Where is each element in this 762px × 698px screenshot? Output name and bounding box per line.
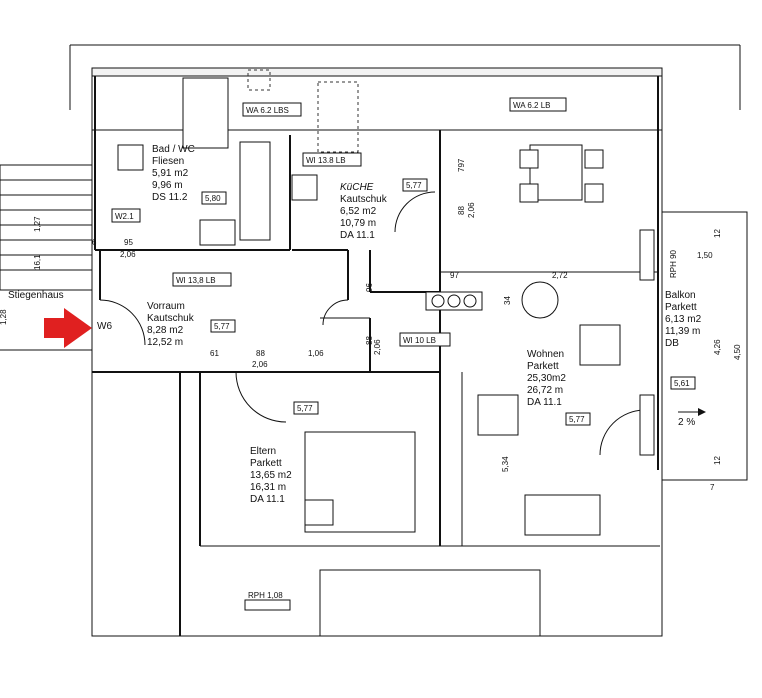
room-stiegenhaus: Stiegenhaus (8, 290, 64, 301)
svg-text:13,65 m2: 13,65 m2 (250, 470, 292, 481)
tag-w6: W6 (97, 321, 112, 332)
tag-wi-10: WI 10 LB (399, 332, 451, 347)
svg-text:WI 10 LB: WI 10 LB (403, 336, 436, 345)
svg-text:WI 13,8 LB: WI 13,8 LB (176, 276, 216, 285)
dimension-labels: 95 2,06 6 97 2,72 61 88 1,06 2,06 797 88… (0, 158, 742, 492)
svg-text:Kautschuk: Kautschuk (340, 194, 388, 205)
entry-arrow-icon (44, 308, 92, 348)
svg-text:797: 797 (457, 158, 466, 172)
svg-text:DA 11.1: DA 11.1 (250, 494, 285, 505)
svg-text:11,39 m: 11,39 m (665, 326, 700, 337)
svg-text:Kautschuk: Kautschuk (147, 313, 195, 324)
svg-text:12: 12 (713, 456, 722, 465)
svg-text:7: 7 (710, 483, 715, 492)
svg-text:DA 11.1: DA 11.1 (527, 397, 562, 408)
svg-text:12,52 m: 12,52 m (147, 337, 183, 348)
tag-wi-left: WI 13,8 LB (172, 272, 232, 287)
svg-text:12: 12 (713, 229, 722, 238)
svg-text:1,28: 1,28 (0, 309, 8, 325)
svg-text:2,06: 2,06 (120, 250, 136, 259)
svg-text:5,91 m2: 5,91 m2 (152, 168, 189, 179)
svg-text:5,77: 5,77 (406, 181, 422, 190)
tag-rph-bottom: RPH 1,08 (248, 591, 283, 600)
tag-wi-top: WI 13.8 LB (302, 152, 362, 167)
svg-text:88: 88 (457, 206, 466, 215)
svg-text:97: 97 (450, 271, 459, 280)
outer-walls (69, 44, 741, 637)
svg-text:10,79 m: 10,79 m (340, 218, 376, 229)
svg-text:25,30m2: 25,30m2 (527, 373, 566, 384)
svg-text:Parkett: Parkett (665, 302, 697, 313)
svg-text:4,50: 4,50 (733, 344, 742, 360)
doors (99, 191, 646, 456)
room-vorraum: Vorraum Kautschuk 8,28 m2 12,52 m 5,77 (147, 301, 236, 348)
svg-text:WA 6.2 LBS: WA 6.2 LBS (246, 106, 289, 115)
tag-wa-lb: WA 6.2 LB (509, 97, 567, 112)
svg-text:6: 6 (92, 238, 97, 247)
svg-text:WA 6.2 LB: WA 6.2 LB (513, 101, 551, 110)
svg-text:Eltern: Eltern (250, 446, 276, 457)
svg-text:2,06: 2,06 (467, 202, 476, 218)
svg-text:Parkett: Parkett (250, 458, 282, 469)
svg-text:1,06: 1,06 (308, 349, 324, 358)
svg-text:88: 88 (365, 336, 374, 345)
slope-arrow-icon (678, 408, 706, 416)
svg-text:KüCHE: KüCHE (340, 182, 374, 193)
tag-wa-lbs: WA 6.2 LBS (242, 102, 302, 117)
svg-text:2,72: 2,72 (552, 271, 568, 280)
svg-text:2,06: 2,06 (373, 339, 382, 355)
svg-text:1,27: 1,27 (33, 216, 42, 232)
stair-area (0, 164, 93, 351)
svg-text:5,77: 5,77 (297, 404, 313, 413)
svg-text:9,96 m: 9,96 m (152, 180, 183, 191)
svg-text:16,1: 16,1 (33, 254, 42, 270)
tag-rph-right: RPH 90 (669, 249, 678, 278)
room-eltern: Eltern Parkett 13,65 m2 16,31 m DA 11.1 … (250, 401, 319, 505)
room-balkon: Balkon Parkett 6,13 m2 11,39 m DB 5,61 (665, 290, 702, 390)
svg-text:34: 34 (503, 296, 512, 305)
room-wohnen: Wohnen Parkett 25,30m2 26,72 m DA 11.1 5… (527, 349, 591, 426)
svg-text:WI 13.8 LB: WI 13.8 LB (306, 156, 346, 165)
tag-w21: W2.1 (111, 208, 141, 223)
svg-text:16,31 m: 16,31 m (250, 482, 286, 493)
svg-text:2,06: 2,06 (252, 360, 268, 369)
svg-text:DB: DB (665, 338, 679, 349)
room-bad: Bad / WC Fliesen 5,91 m2 9,96 m DS 11.2 … (152, 144, 227, 205)
svg-text:8,28 m2: 8,28 m2 (147, 325, 184, 336)
svg-text:W2.1: W2.1 (115, 212, 134, 221)
svg-text:Fliesen: Fliesen (152, 156, 184, 167)
svg-text:DS 11.2: DS 11.2 (152, 192, 188, 203)
svg-text:6,13 m2: 6,13 m2 (665, 314, 702, 325)
interior-walls (95, 130, 658, 546)
svg-text:95: 95 (124, 238, 133, 247)
svg-text:61: 61 (210, 349, 219, 358)
svg-text:Wohnen: Wohnen (527, 349, 564, 360)
svg-text:4,26: 4,26 (713, 339, 722, 355)
svg-text:2 %: 2 % (678, 417, 695, 428)
svg-text:5,77: 5,77 (214, 322, 230, 331)
svg-text:1,50: 1,50 (697, 251, 713, 260)
svg-text:5,77: 5,77 (569, 415, 585, 424)
svg-text:5,34: 5,34 (501, 456, 510, 472)
svg-text:DA 11.1: DA 11.1 (340, 230, 375, 241)
svg-text:Balkon: Balkon (665, 290, 696, 301)
svg-text:5,80: 5,80 (205, 194, 221, 203)
svg-text:Bad / WC: Bad / WC (152, 144, 195, 155)
svg-text:26,72 m: 26,72 m (527, 385, 563, 396)
svg-text:88: 88 (256, 349, 265, 358)
svg-text:96: 96 (365, 283, 374, 292)
svg-text:Parkett: Parkett (527, 361, 559, 372)
room-kueche: KüCHE Kautschuk 6,52 m2 10,79 m DA 11.1 … (340, 178, 428, 241)
fixtures (117, 69, 748, 637)
svg-text:6,52 m2: 6,52 m2 (340, 206, 377, 217)
svg-text:Vorraum: Vorraum (147, 301, 185, 312)
svg-text:5,61: 5,61 (674, 379, 690, 388)
